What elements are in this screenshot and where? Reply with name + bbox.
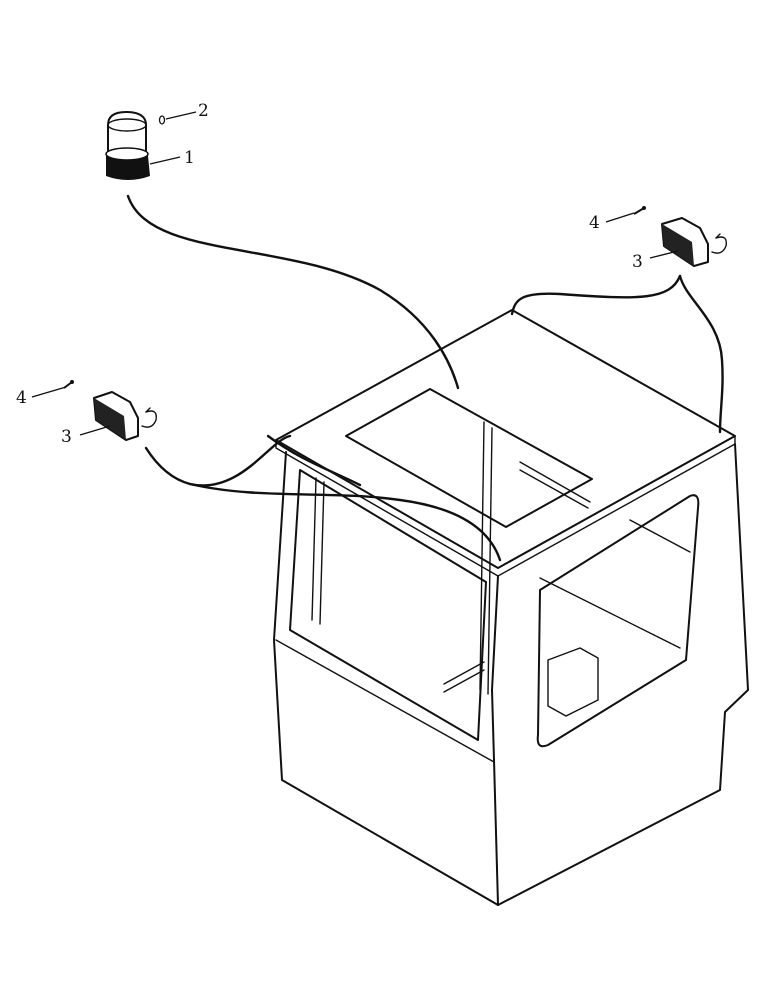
left-lamp-wire: [144, 434, 292, 487]
callout-1: 1: [184, 148, 195, 168]
operator-cab: [273, 309, 749, 906]
screw-icon: [158, 115, 166, 125]
callout-3-right: 3: [632, 252, 643, 272]
beacon-lamp-icon: [105, 111, 150, 180]
left-lamp-wire-branch: [188, 482, 502, 562]
work-lamp-icon: [661, 217, 727, 267]
interior-bar-1: [519, 461, 591, 509]
cab-roof: [275, 309, 736, 569]
interior-post-left: [311, 477, 325, 625]
beacon-wire: [126, 194, 460, 390]
callout-3-left: 3: [61, 427, 72, 447]
cab-front-side: [497, 443, 749, 906]
front-corner-pillar: [491, 575, 499, 906]
leader-lines: [31, 111, 679, 436]
wiring-harness: [126, 194, 724, 562]
screw-icon: [633, 206, 646, 215]
right-lamp-wire: [510, 274, 682, 316]
left-roof-wire: [266, 434, 362, 487]
callout-4-right: 4: [589, 213, 600, 233]
front-window: [536, 494, 700, 748]
cab-roof-edge: [275, 435, 736, 577]
right-lamp-wire-branch: [678, 274, 724, 434]
interior-bar-4: [629, 519, 691, 553]
interior-post-center: [479, 421, 493, 695]
callout-4-left: 4: [16, 388, 27, 408]
cab-left-side: [273, 451, 499, 906]
roof-window: [345, 388, 593, 528]
callout-2: 2: [198, 101, 209, 121]
left-window: [289, 469, 487, 741]
seat-box: [547, 647, 599, 717]
interior-bar-2: [443, 661, 485, 693]
left-panel-line: [275, 639, 495, 763]
work-lamp-icon: [93, 391, 157, 441]
interior-bar-3: [539, 577, 681, 649]
